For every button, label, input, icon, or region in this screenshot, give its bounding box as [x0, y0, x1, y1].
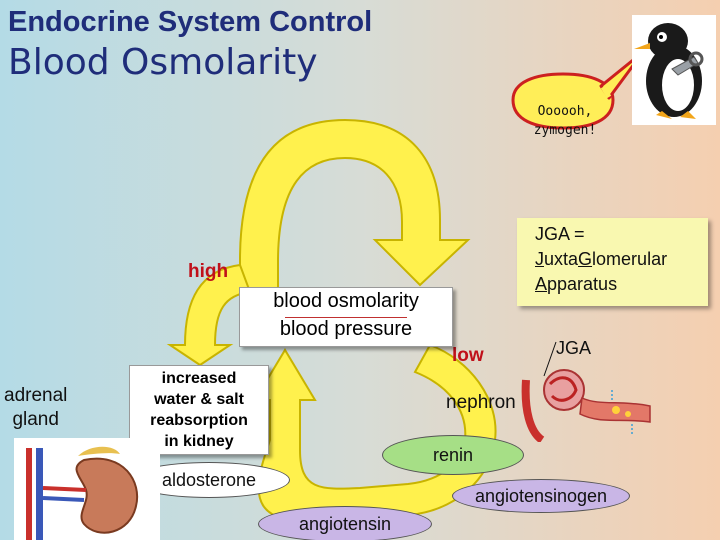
glomerulus-icon	[543, 369, 585, 411]
kidney-illustration	[14, 438, 160, 540]
angiotensin-ellipse: angiotensin	[258, 506, 432, 540]
penguin-beak-icon	[634, 43, 650, 49]
high-label: high	[188, 261, 229, 282]
speech-bubble-text: Oooooh, zymogen!	[515, 102, 615, 140]
kidney-artery-icon	[26, 448, 32, 540]
adrenal-line-1: adrenal	[4, 385, 68, 406]
aldosterone-label: aldosterone	[161, 469, 257, 490]
penguin-icon	[634, 23, 704, 119]
penguin-foot-icon	[656, 111, 672, 119]
slide-title: Endocrine System Control	[8, 6, 373, 38]
nephron-label: nephron	[446, 392, 516, 413]
jga-def-line-1: JGA =	[535, 224, 585, 244]
kidney-icon	[75, 457, 139, 534]
left-down-arrow	[166, 263, 252, 367]
adrenal-gland-label: adrenal gland	[4, 384, 67, 432]
speech-line-1: Oooooh,	[537, 104, 593, 119]
kidney-vein-icon	[36, 448, 43, 540]
upper-loop-arrow	[239, 118, 471, 306]
divider-line	[285, 317, 407, 318]
angiotensin-label: angiotensin	[298, 513, 392, 534]
jga-pointer-line	[543, 341, 557, 377]
reabsorption-line-2: water & salt	[154, 391, 244, 408]
reabsorption-line-1: increased	[161, 370, 237, 387]
jga-cell-icon-2	[625, 411, 631, 417]
slide-subtitle: Blood Osmolarity	[8, 42, 318, 83]
penguin-foot-icon-2	[680, 111, 696, 119]
nephron-illustration	[521, 369, 651, 442]
angiotensinogen-label: angiotensinogen	[474, 485, 608, 506]
renal-vein-icon	[42, 496, 85, 502]
renin-ellipse: renin	[382, 435, 524, 475]
penguin-belly-icon	[662, 59, 694, 111]
afferent-vessel-icon	[521, 379, 545, 442]
jga-def-line-3: Apparatus	[535, 274, 618, 294]
capillary-tuft-icon	[548, 376, 578, 402]
renin-label: renin	[432, 444, 474, 465]
penguin-head-icon	[648, 23, 688, 59]
jga-def-line-2: JuxtaGlomerular	[535, 249, 668, 269]
low-label: low	[452, 345, 484, 366]
speech-bubble-joint	[600, 85, 612, 99]
penguin-pupil-icon	[659, 35, 663, 39]
speech-bubble-body	[511, 72, 615, 130]
reabsorption-line-3: reabsorption	[150, 412, 248, 429]
blood-osmolarity-box: blood osmolarity blood pressure	[239, 287, 453, 347]
blood-osmolarity-label: blood osmolarity	[273, 290, 419, 312]
adrenal-gland-icon	[78, 446, 120, 456]
jga-label: JGA	[556, 338, 592, 358]
blood-pressure-label: blood pressure	[279, 318, 413, 340]
jga-cell-icon	[612, 406, 620, 414]
jga-definition-box: JGA = JuxtaGlomerular Apparatus	[517, 218, 708, 306]
speech-line-2: zymogen!	[533, 123, 597, 138]
adrenal-line-2: gland	[12, 409, 59, 430]
wrench-head-icon	[688, 51, 704, 67]
angiotensinogen-ellipse: angiotensinogen	[452, 479, 630, 513]
renal-artery-icon	[42, 486, 87, 492]
reabsorption-line-4: in kidney	[164, 433, 234, 450]
